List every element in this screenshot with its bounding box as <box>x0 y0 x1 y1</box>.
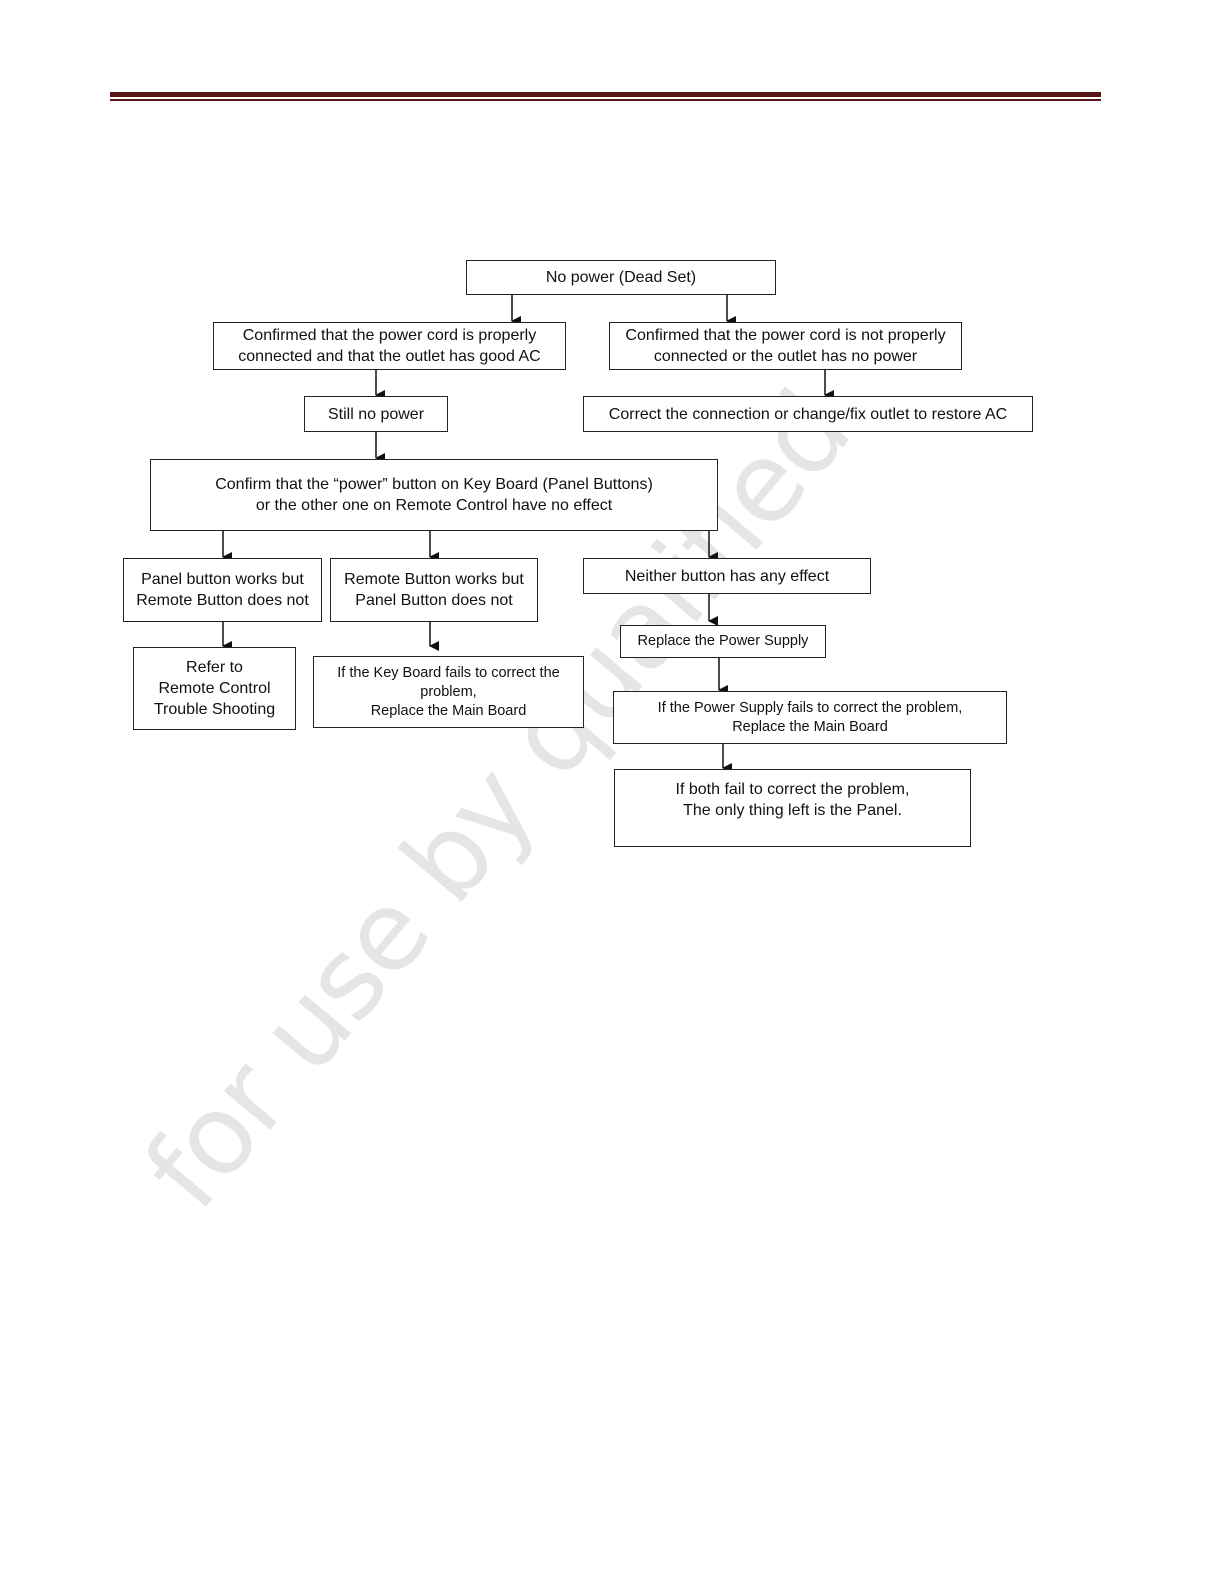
node-cord-not-ok: Confirmed that the power cord is not pro… <box>609 322 962 370</box>
header-rule-thick <box>110 92 1101 97</box>
node-panel-works: Panel button works but Remote Button doe… <box>123 558 322 622</box>
node-correct-connection: Correct the connection or change/fix out… <box>583 396 1033 432</box>
node-both-fail: If both fail to correct the problem, The… <box>614 769 971 847</box>
node-neither-works: Neither button has any effect <box>583 558 871 594</box>
node-remote-works: Remote Button works but Panel Button doe… <box>330 558 538 622</box>
header-rule-thin <box>110 99 1101 101</box>
node-keyboard-fails: If the Key Board fails to correct the pr… <box>313 656 584 728</box>
node-confirm-power-button: Confirm that the “power” button on Key B… <box>150 459 718 531</box>
node-still-no-power: Still no power <box>304 396 448 432</box>
node-refer-remote: Refer to Remote Control Trouble Shooting <box>133 647 296 730</box>
node-replace-psu: Replace the Power Supply <box>620 625 826 658</box>
node-cord-ok: Confirmed that the power cord is properl… <box>213 322 566 370</box>
node-no-power: No power (Dead Set) <box>466 260 776 295</box>
node-psu-fails: If the Power Supply fails to correct the… <box>613 691 1007 744</box>
